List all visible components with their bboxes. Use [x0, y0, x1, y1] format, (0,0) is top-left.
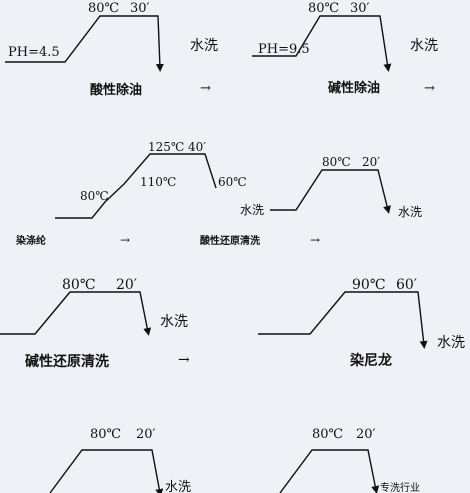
flow-arrow: → [200, 81, 211, 96]
step-caption: 碱性除油 [328, 80, 380, 96]
temp-label: 80℃ [308, 1, 339, 16]
curve-acid-reduction [270, 169, 391, 214]
time-label: 30′ [130, 1, 150, 16]
step-caption: 染涤纶 [15, 234, 46, 247]
wash-label: 水洗 [190, 38, 218, 54]
temp-end-label: 60℃ [218, 175, 247, 189]
temp-label: 80℃ [88, 1, 119, 16]
panel-dye-nylon: 90℃ 60′ 水洗 染尼龙 [258, 277, 465, 369]
step-caption: 酸性还原清洗 [200, 234, 260, 247]
curve-dye-nylon [258, 291, 428, 349]
watermark-text: 专洗行业 [380, 481, 420, 493]
flow-arrow: → [178, 352, 190, 368]
flow-arrow: → [424, 81, 435, 96]
ph-label: PH=9.5 [258, 42, 310, 57]
panel-acid-reduction: 水洗 80℃ 20′ 水洗 酸性还原清洗 → [200, 155, 422, 247]
panel-acid-degrease: PH=4.5 80℃ 30′ 水洗 酸性除油 → [5, 1, 218, 98]
curve-step-7 [49, 449, 164, 493]
flow-arrow: → [120, 233, 130, 247]
temp-label: 80℃ [90, 427, 121, 442]
time-label: 20′ [136, 427, 156, 442]
temp-label: 80℃ [62, 277, 95, 293]
temp-peak-label: 125℃ [148, 140, 184, 154]
wash-label: 水洗 [398, 205, 422, 219]
flow-arrow: → [310, 233, 320, 247]
time-label: 40′ [188, 140, 206, 154]
wash-label: 水洗 [437, 335, 465, 351]
panel-alkali-reduction: 80℃ 20′ 水洗 碱性还原清洗 → [0, 277, 190, 370]
time-label: 30′ [350, 1, 370, 16]
curve-dye-polyester [55, 153, 217, 219]
time-label: 20′ [356, 427, 376, 442]
temp-label: 80℃ [312, 427, 343, 442]
step-caption: 染尼龙 [350, 352, 392, 369]
temp-label: 90℃ [352, 277, 385, 293]
curve-acid-degrease [5, 15, 164, 72]
temp-mid-label: 110℃ [140, 175, 176, 189]
wash-label: 水洗 [410, 38, 438, 54]
time-label: 20′ [362, 155, 380, 169]
panel-step-7: 80℃ 20′ 水洗 [49, 427, 191, 493]
temp-start-label: 80℃ [80, 189, 109, 203]
step-caption: 碱性还原清洗 [25, 353, 109, 370]
time-label: 60′ [396, 277, 417, 293]
wash-label: 水洗 [165, 480, 191, 493]
wash-before-label: 水洗 [240, 203, 264, 217]
step-caption: 酸性除油 [90, 82, 142, 98]
panel-step-8: 80℃ 20′ 专洗行业 [279, 427, 420, 493]
wash-label: 水洗 [160, 314, 188, 330]
ph-label: PH=4.5 [8, 45, 60, 60]
time-label: 20′ [116, 277, 137, 293]
panel-dye-polyester: 80℃ 110℃ 125℃ 40′ 60℃ 染涤纶 → [15, 140, 247, 247]
curve-alkali-degrease [252, 15, 392, 72]
curve-alkali-reduction [0, 291, 152, 336]
temp-label: 80℃ [322, 155, 351, 169]
panel-alkali-degrease: PH=9.5 80℃ 30′ 水洗 碱性除油 → [252, 1, 438, 96]
curve-step-8 [279, 449, 380, 493]
